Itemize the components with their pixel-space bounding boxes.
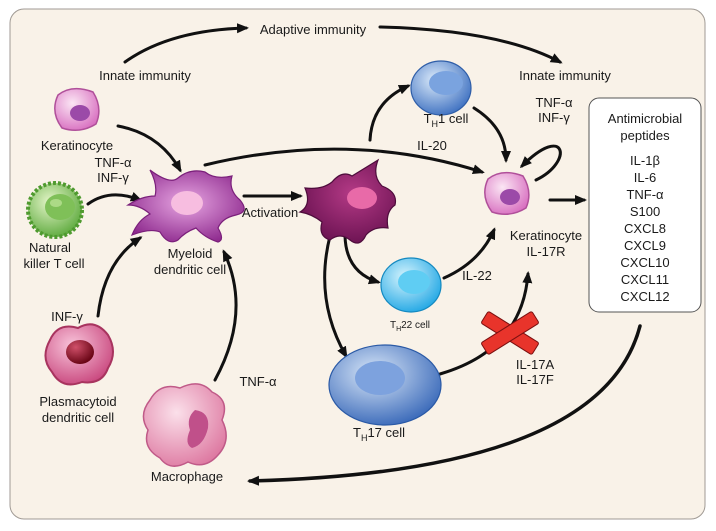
arrow-dc-to-th1 <box>368 84 411 142</box>
th1-cell-label: TH1 cell <box>424 111 469 129</box>
arrow-innate-to-adaptive <box>123 23 249 64</box>
activated-dendritic-cell <box>298 158 397 244</box>
peptides-title-line2: peptides <box>620 128 670 143</box>
keratinocyte-right-label-line2: IL-17R <box>526 244 565 259</box>
pdc-nucleus <box>66 340 94 364</box>
peptides-title-line1: Antimicrobial <box>608 111 683 126</box>
innate-immunity-left-label: Innate immunity <box>99 68 191 83</box>
th17-nucleus <box>355 361 405 395</box>
peptide-item: CXCL11 <box>621 272 669 287</box>
arrow-peptides-to-macrophage <box>247 324 642 486</box>
il17a-label: IL-17A <box>516 357 555 372</box>
arrow-th1-to-keratinocyte <box>472 106 511 163</box>
blocked-x-icon <box>481 311 539 355</box>
nkt-label-line1: Natural <box>29 240 71 255</box>
peptide-item: CXCL9 <box>624 238 666 253</box>
peptide-item: TNF-α <box>626 187 664 202</box>
nkt-nucleus <box>45 194 75 220</box>
inf-gamma-left-label: INF-γ <box>97 170 129 185</box>
arrow-th22-to-keratinocyte <box>442 227 496 280</box>
il17f-label: IL-17F <box>516 372 554 387</box>
nkt-cell <box>26 181 84 239</box>
th17-cell-label: TH17 cell <box>353 425 405 443</box>
pdc-label-line1: Plasmacytoid <box>39 394 116 409</box>
arrow-dc-to-th17 <box>323 234 348 359</box>
arrow-nkt-to-myeloid-dc <box>86 192 143 206</box>
keratinocyte-right-cell <box>484 171 530 215</box>
th1-cell <box>410 60 472 116</box>
arrow-pdc-to-myeloid-dc <box>96 236 143 318</box>
antimicrobial-peptides-box: Antimicrobial peptides IL-1β IL-6 TNF-α … <box>588 97 702 313</box>
tnf-alpha-right-label: TNF-α <box>535 95 573 110</box>
keratinocyte-right-label-line1: Keratinocyte <box>510 228 582 243</box>
macrophage-nucleus <box>187 410 209 448</box>
keratinocyte-left-label: Keratinocyte <box>41 138 113 153</box>
th22-cell <box>380 257 442 313</box>
il20-label: IL-20 <box>417 138 447 153</box>
peptide-item: S100 <box>630 204 660 219</box>
peptide-item: IL-6 <box>634 170 656 185</box>
arrow-myeloid-dc-to-keratinocyte <box>203 147 485 175</box>
myeloid-dc-nucleus <box>171 191 203 215</box>
keratinocyte-nucleus <box>500 189 520 205</box>
nkt-label-line2: killer T cell <box>24 256 85 271</box>
macrophage-cell <box>142 383 227 467</box>
peptide-item: CXCL10 <box>620 255 669 270</box>
myeloid-dc-label-line2: dendritic cell <box>154 262 226 277</box>
plasmacytoid-dendritic-cell <box>44 323 114 386</box>
peptide-item: IL-1β <box>630 153 660 168</box>
arrow-keratinocyte-to-myeloid-dc <box>116 124 182 173</box>
arrow-adaptive-to-innate <box>378 25 563 64</box>
th22-nucleus <box>398 270 430 294</box>
peptide-item: CXCL12 <box>620 289 669 304</box>
th1-nucleus <box>429 71 463 95</box>
th17-cell <box>328 344 442 426</box>
tnf-alpha-macrophage-label: TNF-α <box>239 374 277 389</box>
activation-label: Activation <box>242 205 298 220</box>
arrow-dc-to-th22 <box>343 234 381 285</box>
th22-cell-label: TH22 cell <box>390 320 430 333</box>
adaptive-immunity-label: Adaptive immunity <box>260 22 367 37</box>
keratinocyte-left-cell <box>54 87 100 131</box>
activated-dc-nucleus <box>347 187 377 209</box>
myeloid-dendritic-cell <box>125 169 245 243</box>
il22-label: IL-22 <box>462 268 492 283</box>
inf-gamma-pdc-label: INF-γ <box>51 309 83 324</box>
innate-immunity-right-label: Innate immunity <box>519 68 611 83</box>
peptide-item: CXCL8 <box>624 221 666 236</box>
tnf-alpha-left-label: TNF-α <box>94 155 132 170</box>
arrow-keratinocyte-autocrine <box>519 144 562 182</box>
arrow-macrophage-to-myeloid-dc <box>213 249 238 382</box>
keratinocyte-nucleus <box>70 105 90 121</box>
macrophage-label: Macrophage <box>151 469 223 484</box>
inf-gamma-right-label: INF-γ <box>538 110 570 125</box>
pdc-label-line2: dendritic cell <box>42 410 114 425</box>
myeloid-dc-label-line1: Myeloid <box>168 246 213 261</box>
